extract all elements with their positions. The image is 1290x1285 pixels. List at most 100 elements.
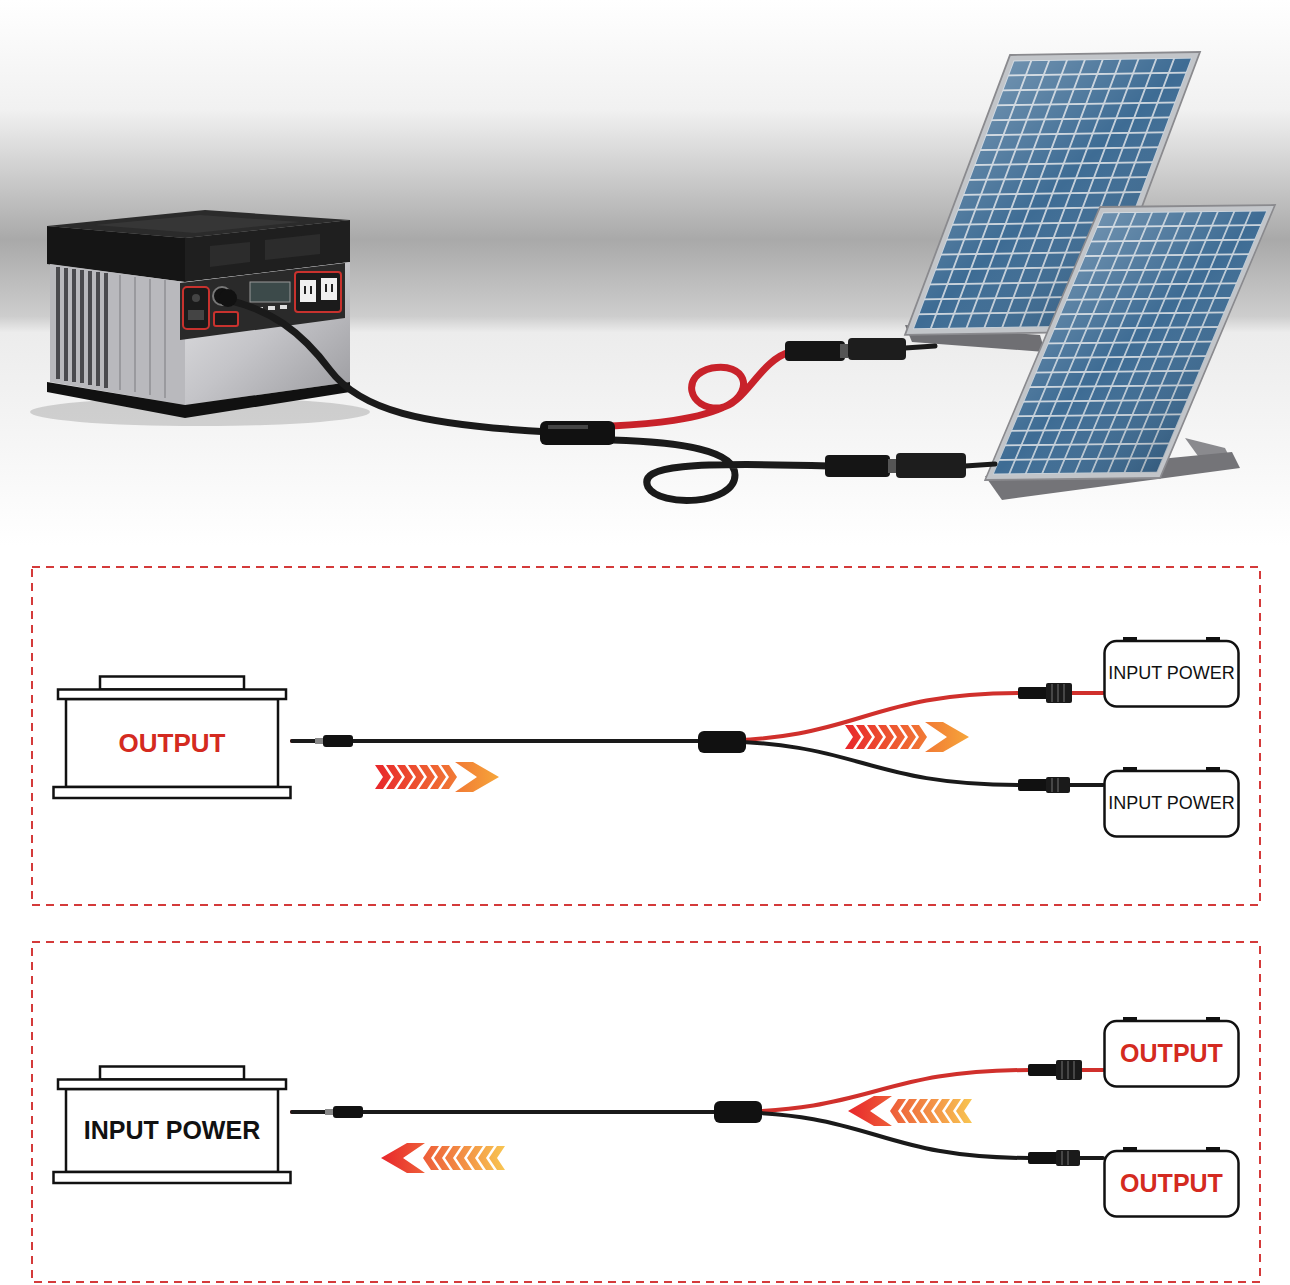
dc-plug-part (323, 735, 353, 747)
tag-outline (1105, 1151, 1239, 1217)
node-label: INPUT POWER (1108, 794, 1235, 814)
battery-base (54, 787, 291, 798)
battery-base (54, 1172, 291, 1183)
power-station-part (210, 242, 250, 267)
mc4-connector-part (1028, 1152, 1058, 1164)
cable-wire (292, 1070, 1103, 1112)
node-label: OUTPUT (1120, 1170, 1223, 1198)
photo-connector-part (896, 453, 966, 478)
flow-arrow (848, 1096, 972, 1126)
mc4-connector-part (1056, 1060, 1082, 1080)
tag-outline (1105, 1021, 1239, 1087)
node-label: INPUT POWER (84, 1117, 260, 1145)
power-tag: OUTPUT (1103, 1016, 1240, 1088)
power-station-part (305, 284, 332, 294)
power-station-part (58, 267, 106, 388)
photo-connector-part (540, 421, 615, 445)
power-tag: INPUT POWER (1103, 636, 1240, 708)
power-station-part (192, 294, 200, 302)
dc-plug (315, 735, 363, 1118)
photo-cable-part (228, 300, 550, 432)
mc4-connector-part (1018, 687, 1048, 699)
photo-cable (228, 300, 995, 501)
text-area: INPUT POWER (66, 1089, 278, 1172)
battery-cap (100, 1067, 244, 1080)
power-station (30, 210, 370, 426)
node-label: OUTPUT (119, 729, 226, 758)
battery-cap (100, 677, 244, 690)
power-station-part (120, 275, 165, 398)
mc4-connector-part (1052, 684, 1064, 702)
power-tag: INPUT POWER (1103, 766, 1240, 838)
photo-cable-part (905, 346, 935, 348)
photo-connector-part (848, 338, 906, 360)
dashed-frame (32, 567, 1260, 905)
power-station-part (180, 263, 345, 340)
battery-rim (58, 1080, 286, 1090)
mc4-connector-part (1028, 1064, 1058, 1076)
y-junction (714, 1101, 762, 1123)
text-area: INPUT POWER (1105, 771, 1238, 837)
solar-panel (985, 205, 1275, 500)
tag-outline (1105, 641, 1239, 707)
dc-plug-part (325, 1109, 334, 1115)
power-station-part (183, 287, 209, 329)
mc4-connector-part (1056, 1150, 1080, 1166)
cable-wire (292, 693, 1103, 741)
power-station-part (50, 264, 185, 405)
photo-connector-part (888, 459, 896, 473)
power-tag: OUTPUT (1103, 1146, 1240, 1218)
mc4-connector-part (1052, 778, 1058, 792)
cable-wire (292, 741, 1103, 785)
power-station-part (300, 280, 316, 302)
flow-arrow (375, 762, 499, 792)
flow-arrow (381, 1143, 505, 1173)
photo-connector-part (219, 289, 237, 307)
battery-box: INPUT POWER (52, 1065, 292, 1185)
cable-wire (292, 1112, 1103, 1158)
mc4-connector-part (1062, 1151, 1068, 1165)
text-area: OUTPUT (1105, 1151, 1238, 1217)
node-label: INPUT POWER (1108, 664, 1235, 684)
mc4-connector-part (1046, 683, 1072, 703)
battery-rim (58, 690, 286, 700)
solar-panel-part-part (985, 205, 1275, 480)
mc4-connector-part (1062, 1061, 1074, 1079)
battery-body (66, 1089, 278, 1172)
mc4-connector (1018, 683, 1082, 1166)
mc4-connector-part (1018, 779, 1048, 791)
power-station-part (214, 312, 238, 326)
dc-plug-part (315, 738, 324, 744)
power-station-part (295, 272, 341, 312)
photo-connector-part (825, 455, 890, 477)
y-junction (698, 731, 746, 753)
solar-panel-part-part (993, 211, 1268, 475)
power-station-part (188, 310, 204, 320)
photo-connector (219, 289, 966, 478)
battery-box: OUTPUT (52, 675, 292, 800)
power-station-part (265, 234, 320, 260)
power-station-part (268, 306, 275, 310)
tag-outline (1105, 771, 1239, 837)
node-label: OUTPUT (1120, 1040, 1223, 1068)
dc-plug-part (333, 1106, 363, 1118)
photo-connector-part (840, 344, 848, 358)
power-station-part (47, 382, 350, 418)
photo-cable-part (965, 464, 995, 466)
text-area: INPUT POWER (1105, 641, 1238, 707)
battery-body (66, 699, 278, 787)
power-station-part (280, 305, 287, 309)
mc4-connector-part (1046, 777, 1070, 793)
flow-arrow (845, 722, 969, 752)
photo-connector-part (785, 341, 845, 361)
solar-panel-part (985, 205, 1275, 480)
photo-cable-part (612, 440, 830, 501)
dashed-frame (32, 942, 1260, 1282)
text-area: OUTPUT (1105, 1021, 1238, 1087)
text-area: OUTPUT (66, 699, 278, 787)
solar-panel-part-part (993, 211, 1268, 475)
photo-cable-part (612, 352, 790, 426)
photo-connector-part (548, 425, 588, 429)
photo-background (0, 0, 1290, 545)
